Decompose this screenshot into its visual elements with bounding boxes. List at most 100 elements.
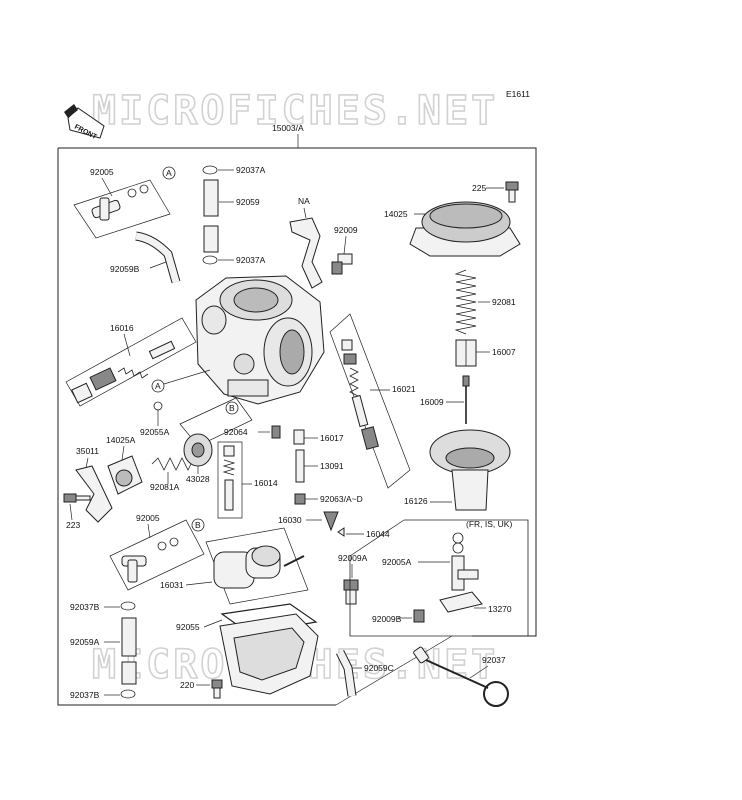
label-220: 220 <box>180 680 194 690</box>
lever-35011 <box>75 465 113 523</box>
holder-16007 <box>455 339 477 367</box>
label-92005A: 92005A <box>382 557 412 567</box>
screw-92009 <box>331 253 353 275</box>
label-92055A: 92055A <box>140 427 170 437</box>
variant-frame <box>349 519 529 637</box>
diaphragm-16126 <box>429 429 511 511</box>
label-16017: 16017 <box>320 433 344 443</box>
ref-marker-a-body: A <box>151 379 165 393</box>
label-225: 225 <box>472 183 486 193</box>
clip-92037B-top <box>120 601 136 611</box>
label-16031: 16031 <box>160 580 184 590</box>
label-92009B: 92009B <box>372 614 402 624</box>
label-223: 223 <box>66 520 80 530</box>
front-arrow-icon: FRONT <box>64 104 105 141</box>
label-14025A: 14025A <box>106 435 136 445</box>
svg-text:A: A <box>166 168 172 178</box>
ref-marker-b-left: B <box>191 518 205 532</box>
clip-92037A-bottom <box>202 255 218 265</box>
label-92009A: 92009A <box>338 553 368 563</box>
diagram-code: E1611 <box>506 89 530 99</box>
label-92037: 92037 <box>482 655 506 665</box>
group-box-92005-mid <box>109 519 205 591</box>
label-92059B: 92059B <box>110 264 140 274</box>
label-92059: 92059 <box>236 197 260 207</box>
label-16044: 16044 <box>366 529 390 539</box>
carburetor-body <box>195 275 325 405</box>
fitting-92005-mid <box>121 537 179 583</box>
fitting-92005A <box>451 532 479 591</box>
hose-92059 <box>203 179 219 217</box>
hose-92059-lower <box>203 225 219 253</box>
clip-92037A-top <box>202 165 218 175</box>
valve-16030 <box>323 511 339 532</box>
label-16014: 16014 <box>254 478 278 488</box>
label-92064: 92064 <box>224 427 248 437</box>
oring-92055A <box>153 401 163 411</box>
label-92005-mid: 92005 <box>136 513 160 523</box>
bracket-13270 <box>439 591 483 613</box>
svg-text:A: A <box>155 381 161 391</box>
fitting-92005-top <box>91 184 149 221</box>
screw-223 <box>63 493 91 503</box>
label-16126: 16126 <box>404 496 428 506</box>
group-box-92005-top <box>73 179 171 239</box>
label-43028: 43028 <box>186 474 210 484</box>
label-NA: NA <box>298 196 310 206</box>
label-92081A: 92081A <box>150 482 180 492</box>
label-16021: 16021 <box>392 384 416 394</box>
screw-225 <box>505 181 519 203</box>
spring-92081 <box>454 269 477 335</box>
label-16009: 16009 <box>420 397 444 407</box>
needle-16021 <box>341 339 379 450</box>
label-16030: 16030 <box>278 515 302 525</box>
float-bowl <box>219 613 319 695</box>
clip-16044 <box>337 527 345 537</box>
screw-220 <box>211 679 223 699</box>
cover-14025A <box>107 455 143 495</box>
variant-note: (FR, IS, UK) <box>466 519 512 529</box>
label-16016: 16016 <box>110 323 134 333</box>
label-92059A: 92059A <box>70 637 100 647</box>
assembly-frame-left <box>57 148 336 706</box>
screw-92009B <box>413 609 425 623</box>
svg-text:B: B <box>195 520 201 530</box>
label-92055: 92055 <box>176 622 200 632</box>
label-92037A-top: 92037A <box>236 165 266 175</box>
ref-marker-a-top: A <box>162 166 176 180</box>
label-92063: 92063/A~D <box>320 494 363 504</box>
label-14025: 14025 <box>384 209 408 219</box>
jet-92063 <box>294 493 306 505</box>
svg-text:B: B <box>229 403 235 413</box>
spring-92081A <box>151 457 195 471</box>
diaphragm-43028 <box>183 433 213 467</box>
cover-14025 <box>409 201 521 257</box>
label-13270: 13270 <box>488 604 512 614</box>
pilot-screw-16016 <box>71 340 176 404</box>
bracket-NA <box>289 217 323 289</box>
label-13091: 13091 <box>320 461 344 471</box>
label-92009: 92009 <box>334 225 358 235</box>
label-92037A-bottom: 92037A <box>236 255 266 265</box>
needle-16009 <box>462 375 470 424</box>
screw-92064 <box>271 425 281 439</box>
jet-16014 <box>222 445 236 511</box>
watermark-top: MICROFICHES.NET <box>92 88 498 134</box>
label-35011: 35011 <box>76 446 99 456</box>
label-92037B-bottom: 92037B <box>70 690 100 700</box>
ref-marker-b-body: B <box>225 401 239 415</box>
label-92037B-top: 92037B <box>70 602 100 612</box>
label-92059C: 92059C <box>364 663 394 673</box>
label-92081: 92081 <box>492 297 516 307</box>
label-16007: 16007 <box>492 347 516 357</box>
jet-16017 <box>293 429 305 445</box>
screw-92009A <box>343 579 359 605</box>
float-16031 <box>213 545 305 589</box>
tether-92037 <box>413 646 509 707</box>
assembly-label: 15003/A <box>272 123 304 133</box>
clip-92037B-bottom <box>120 689 136 699</box>
label-92005-top: 92005 <box>90 167 114 177</box>
jet-13091 <box>295 449 305 483</box>
hose-92059A <box>121 617 137 657</box>
